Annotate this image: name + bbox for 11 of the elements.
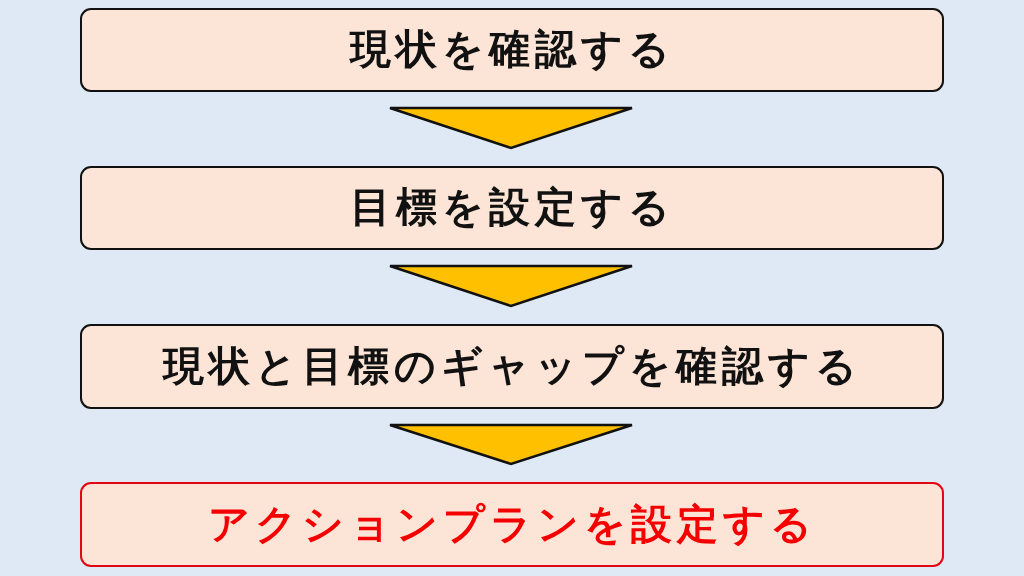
process-box — [80, 8, 944, 92]
step-text: 目標を設定する — [349, 185, 675, 231]
chevron-arrow — [388, 106, 634, 150]
process-box — [80, 324, 944, 409]
step-text: アクションプランを設定する — [207, 501, 817, 548]
process-box — [80, 482, 944, 567]
chevron-arrow — [388, 423, 634, 466]
process-box — [80, 166, 944, 250]
step-text: 現状を確認する — [349, 27, 675, 73]
step-text: 現状と目標のギャップを確認する — [162, 343, 862, 390]
chevron-arrow — [388, 264, 634, 308]
